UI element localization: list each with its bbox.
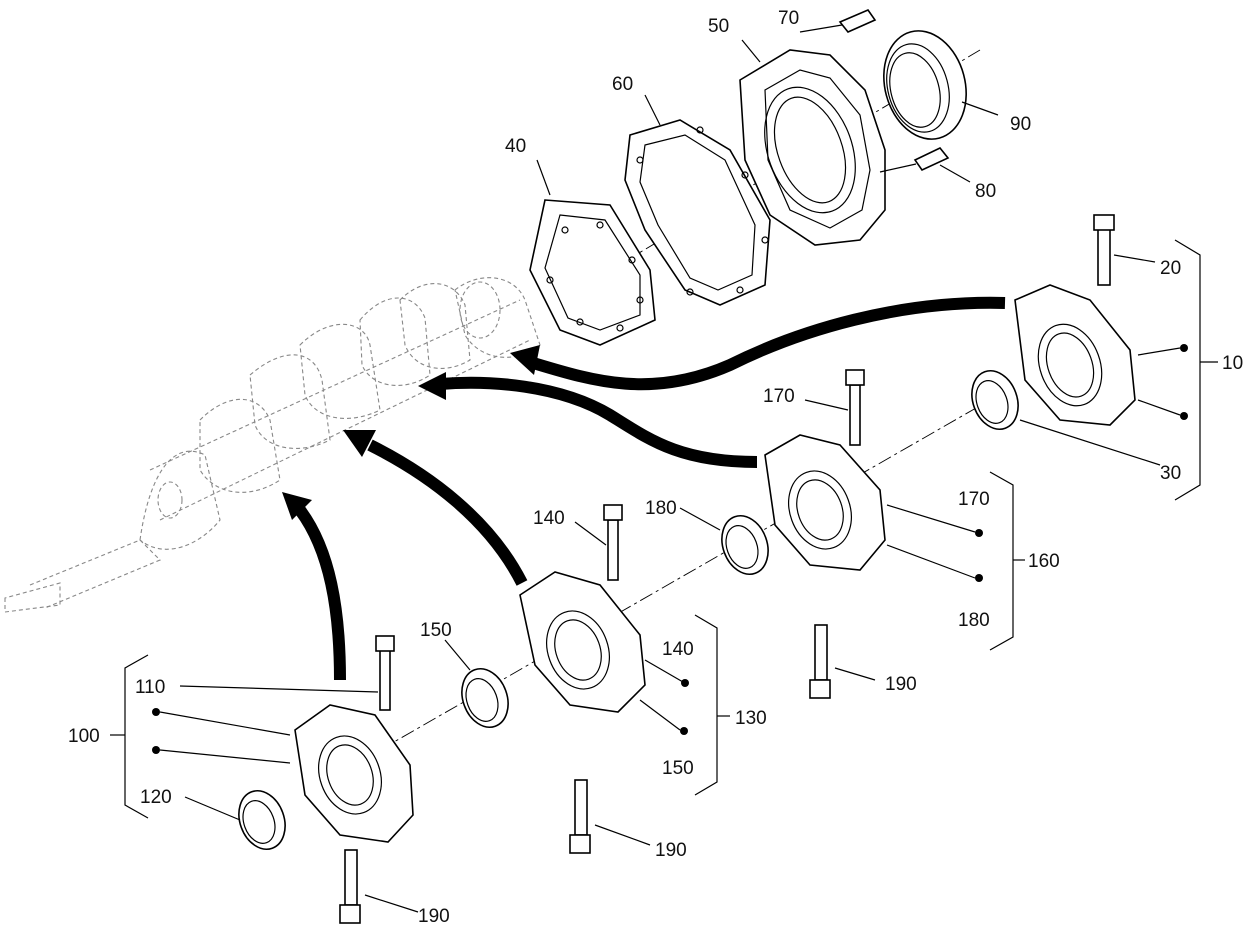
callout-40: 40: [505, 136, 526, 157]
bearing-cap-10: [1014, 214, 1136, 426]
callout-180-shell: 180: [645, 498, 677, 519]
gasket-60: [624, 119, 771, 306]
group-dots: [152, 344, 1188, 754]
callout-80: 80: [975, 181, 996, 202]
assembly-arrows: [282, 296, 1006, 681]
bearing-cap-100: [294, 635, 414, 924]
callout-120: 120: [140, 787, 172, 808]
callout-30: 30: [1160, 463, 1181, 484]
callout-100: 100: [68, 726, 100, 747]
callout-90: 90: [1010, 114, 1031, 135]
housing-50: [739, 49, 886, 246]
seal-90: [883, 30, 967, 140]
callout-130: 130: [735, 708, 767, 729]
callout-70: 70: [778, 8, 799, 29]
callout-10: 10: [1222, 353, 1243, 374]
callout-140-top: 140: [533, 508, 565, 529]
gasket-40: [529, 199, 656, 346]
bolt-70: [799, 9, 877, 33]
callout-20: 20: [1160, 258, 1181, 279]
crankshaft: [4, 277, 541, 613]
bearing-cap-160: [764, 369, 886, 699]
bearing-shell-180: [721, 515, 769, 575]
callout-50: 50: [708, 16, 729, 37]
callout-180-group: 180: [958, 610, 990, 631]
callout-140-group: 140: [662, 639, 694, 660]
leader-lines: [159, 39, 1181, 913]
callout-60: 60: [612, 74, 633, 95]
callout-190-left: 190: [418, 906, 450, 927]
callout-190-middle: 190: [655, 840, 687, 861]
bolt-80: [879, 147, 950, 173]
bearing-shell-150: [461, 668, 509, 728]
bearing-shell-120: [238, 790, 286, 850]
bearing-cap-130: [519, 504, 646, 854]
callout-170-top: 170: [763, 386, 795, 407]
callout-190-right: 190: [885, 674, 917, 695]
callout-160: 160: [1028, 551, 1060, 572]
callout-150-group: 150: [662, 758, 694, 779]
callout-labels: 70 50 60 40 90 80 20 10 30 170 170 160 1…: [68, 8, 1243, 927]
center-line-lower: [379, 399, 991, 751]
callout-110: 110: [135, 677, 165, 698]
bearing-shell-30: [971, 370, 1019, 430]
callout-150-shell: 150: [420, 620, 452, 641]
group-brackets: [110, 239, 1218, 819]
callout-170-group: 170: [958, 489, 990, 510]
